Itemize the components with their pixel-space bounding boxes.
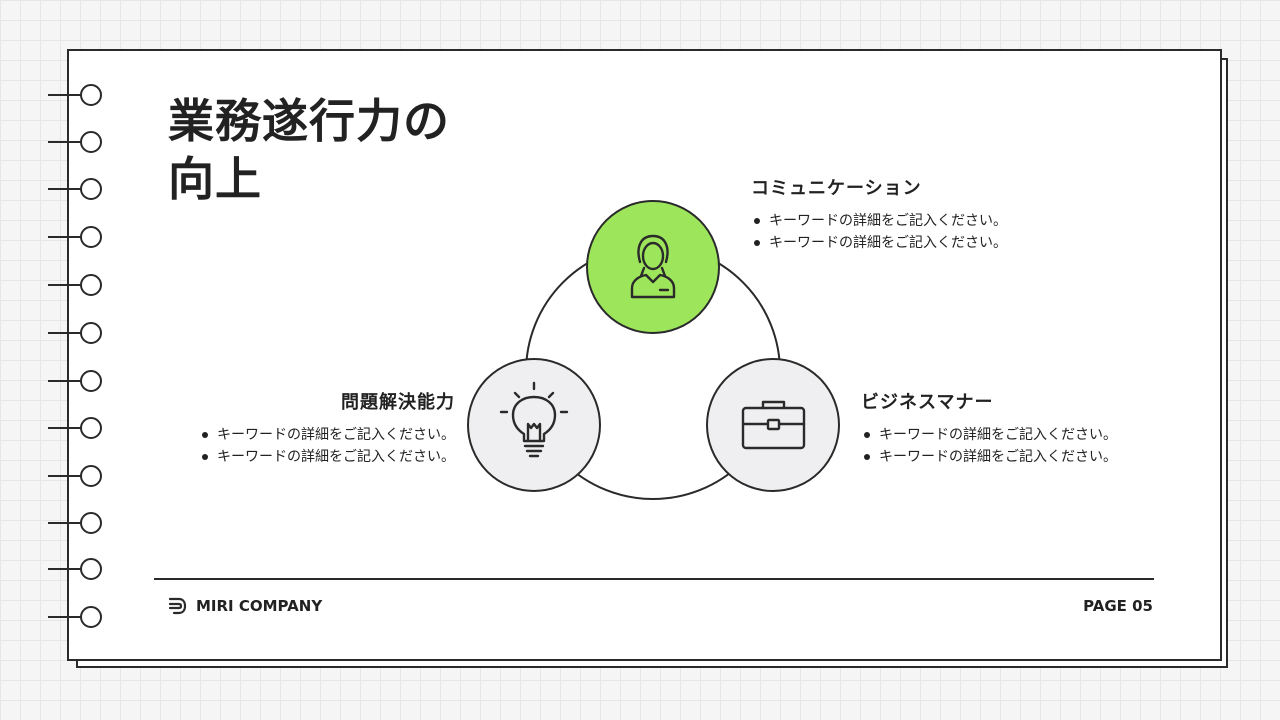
brand: MIRI COMPANY	[168, 597, 322, 615]
list-item: キーワードの詳細をご記入ください。	[861, 424, 1117, 446]
business-manner-block: ビジネスマナー キーワードの詳細をご記入ください。 キーワードの詳細をご記入くだ…	[861, 388, 1117, 468]
binding-ring	[48, 509, 108, 537]
business-manner-heading: ビジネスマナー	[861, 392, 994, 413]
problem-solving-node	[467, 358, 601, 492]
binding-ring	[48, 175, 108, 203]
page-title-line1: 業務遂行力の	[168, 94, 450, 148]
problem-solving-heading: 問題解決能力	[341, 392, 455, 413]
communication-block: コミュニケーション キーワードの詳細をご記入ください。 キーワードの詳細をご記入…	[751, 174, 1007, 254]
list-item: キーワードの詳細をご記入ください。	[751, 210, 1007, 232]
footer-divider	[154, 578, 1154, 580]
binding-ring	[48, 319, 108, 347]
binding-ring	[48, 367, 108, 395]
list-item: キーワードの詳細をご記入ください。	[751, 232, 1007, 254]
binding-ring	[48, 414, 108, 442]
page-number: PAGE 05	[1083, 597, 1153, 615]
binding-ring	[48, 223, 108, 251]
list-item: キーワードの詳細をご記入ください。	[199, 424, 455, 446]
binding-ring	[48, 603, 108, 631]
binding-ring	[48, 128, 108, 156]
binding-ring	[48, 462, 108, 490]
page-title: 業務遂行力の 向上	[168, 92, 450, 208]
notebook-sheet	[67, 49, 1222, 661]
binding-ring	[48, 81, 108, 109]
company-logo-icon	[168, 597, 187, 615]
briefcase-icon	[741, 400, 806, 450]
business-manner-bullets: キーワードの詳細をご記入ください。 キーワードの詳細をご記入ください。	[861, 424, 1117, 468]
communication-heading: コミュニケーション	[751, 178, 922, 199]
brand-name: MIRI COMPANY	[196, 597, 323, 615]
problem-solving-bullets: キーワードの詳細をご記入ください。 キーワードの詳細をご記入ください。	[199, 424, 455, 468]
business-manner-node	[706, 358, 840, 492]
communication-bullets: キーワードの詳細をご記入ください。 キーワードの詳細をご記入ください。	[751, 210, 1007, 254]
communication-node	[586, 200, 720, 334]
page-title-line2: 向上	[168, 152, 262, 206]
person-icon	[630, 234, 676, 299]
problem-solving-block: 問題解決能力 キーワードの詳細をご記入ください。 キーワードの詳細をご記入くださ…	[199, 388, 455, 468]
lightbulb-icon	[499, 381, 569, 458]
binding-ring	[48, 271, 108, 299]
list-item: キーワードの詳細をご記入ください。	[861, 446, 1117, 468]
list-item: キーワードの詳細をご記入ください。	[199, 446, 455, 468]
binding-ring	[48, 555, 108, 583]
